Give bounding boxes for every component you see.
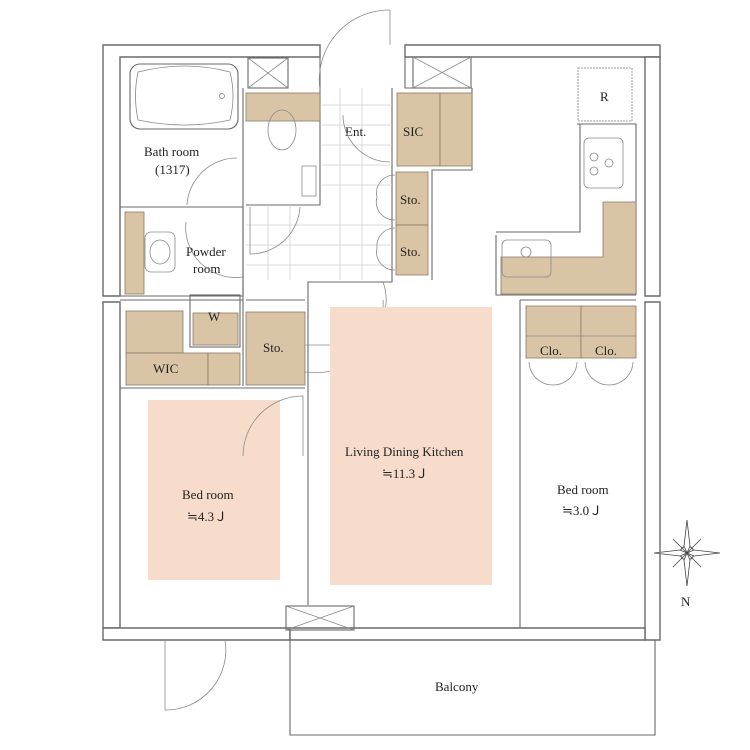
bath-room-size: (1317): [155, 162, 190, 177]
entrance-tiles: [246, 88, 392, 280]
compass-rose-icon: [653, 519, 721, 587]
balcony-label: Balcony: [435, 679, 479, 694]
storage-1-label: Sto.: [400, 192, 421, 207]
fridge-space: [577, 67, 633, 122]
ldk-label: Living Dining Kitchen: [345, 444, 464, 459]
north-label: N: [681, 594, 691, 609]
storage-1: [395, 171, 429, 226]
closet-2: [580, 305, 637, 359]
kitchen-sink-icon: [501, 239, 552, 278]
stove-icon: [583, 137, 624, 189]
closet-1-label: Clo.: [540, 343, 562, 358]
storage-3: [245, 311, 306, 386]
washer-space: [192, 312, 239, 346]
closet-doors[interactable]: [528, 361, 634, 386]
wic-storage: [125, 310, 184, 354]
washer-label: W: [208, 309, 221, 324]
wic-label: WIC: [153, 361, 178, 376]
bath-room-label: Bath room: [144, 144, 199, 159]
entrance-door[interactable]: [318, 9, 391, 163]
powder-door[interactable]: [185, 221, 244, 278]
storage-doors[interactable]: [375, 174, 396, 271]
bed-west-label: Bed room: [182, 487, 234, 502]
entrance-label: Ent.: [345, 124, 366, 139]
bathtub: [129, 63, 239, 130]
storage-2: [395, 224, 429, 276]
storage-2-label: Sto.: [400, 244, 421, 259]
closet-2-label: Clo.: [595, 343, 617, 358]
kitchen-counter: [500, 201, 637, 295]
ldk-size: ≒11.3Ｊ: [382, 466, 428, 481]
outer-walls: [102, 44, 661, 736]
bed-west-size: ≒4.3Ｊ: [187, 509, 227, 524]
bed-east-label: Bed room: [557, 482, 609, 497]
vanity-counter: [124, 211, 145, 295]
powder-room-label-1: Powder: [186, 244, 226, 259]
sink-icon: [144, 231, 176, 273]
bed-east-size: ≒3.0Ｊ: [562, 503, 602, 518]
toilet-door[interactable]: [249, 206, 301, 255]
pipe-shaft: [247, 56, 472, 631]
living-dining-kitchen: [330, 307, 492, 585]
bath-door[interactable]: [186, 157, 238, 206]
balcony-door[interactable]: [164, 639, 227, 711]
toilet-icon: [267, 109, 297, 151]
fridge-label: R: [600, 89, 609, 104]
storage-3-label: Sto.: [263, 340, 284, 355]
sic-label: SIC: [403, 124, 423, 139]
bed-west-door[interactable]: [242, 395, 304, 457]
toilet-counter: [245, 92, 321, 122]
bed-room-west: [148, 400, 280, 580]
